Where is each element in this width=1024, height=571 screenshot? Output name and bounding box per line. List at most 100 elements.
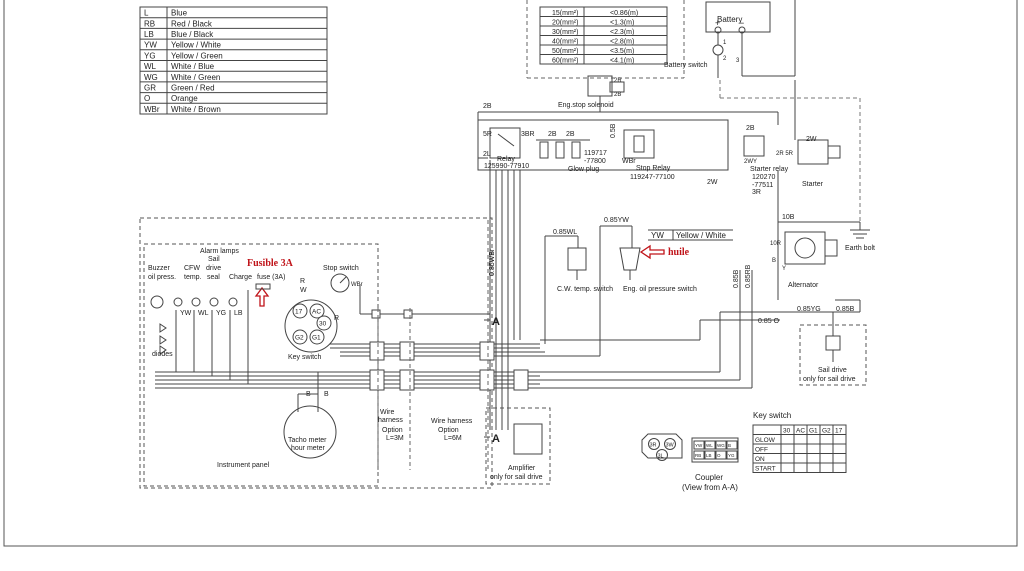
coupler-pin: YG bbox=[728, 453, 735, 458]
wire-size: 20(mm²) bbox=[552, 19, 578, 26]
svg-text:Tacho meter: Tacho meter bbox=[288, 437, 327, 444]
wire-size: 15(mm²) bbox=[552, 10, 578, 17]
wire-size: 40(mm²) bbox=[552, 38, 578, 45]
coupler-pin: 3W bbox=[666, 443, 675, 449]
legend-name: Yellow / White bbox=[171, 41, 222, 50]
svg-text:2R 5R: 2R 5R bbox=[776, 151, 794, 157]
legend-name: White / Blue bbox=[171, 62, 215, 71]
coupler-pin: WL bbox=[706, 443, 713, 448]
legend-name: Blue bbox=[171, 9, 188, 18]
legend-name: Green / Red bbox=[171, 84, 215, 93]
legend-name: White / Brown bbox=[171, 105, 221, 114]
svg-text:WL: WL bbox=[198, 310, 209, 317]
amplifier-label: Amplifier bbox=[508, 465, 536, 472]
wire-max-length: <3.5(m) bbox=[610, 48, 634, 55]
wire-max-length: <1.3(m) bbox=[610, 19, 634, 26]
alarm-lamps-label: Alarm lamps bbox=[200, 248, 239, 255]
svg-text:3BR: 3BR bbox=[521, 131, 535, 138]
legend-code: WL bbox=[144, 62, 157, 71]
svg-text:0.85B: 0.85B bbox=[836, 306, 855, 313]
svg-text:harness: harness bbox=[378, 417, 403, 424]
key-switch-terminal-label: G2 bbox=[295, 335, 304, 342]
svg-text:W: W bbox=[300, 287, 307, 294]
sail-drive: Sail drive only for sail drive bbox=[799, 312, 867, 386]
fusible-arrow-icon bbox=[254, 286, 270, 307]
oil-pressure-switch-label: Eng. oil pressure switch bbox=[623, 286, 697, 293]
wire-max-length: <2.3(m) bbox=[610, 29, 634, 36]
svg-text:2L: 2L bbox=[483, 151, 491, 158]
svg-text:0.85YW: 0.85YW bbox=[604, 217, 629, 224]
svg-text:seal: seal bbox=[207, 274, 220, 281]
svg-text:Charge: Charge bbox=[229, 274, 252, 281]
wire-max-length: <2.8(m) bbox=[610, 38, 634, 45]
diodes: diodes bbox=[152, 323, 173, 358]
wire-size: 50(mm²) bbox=[552, 48, 578, 55]
key-switch-column: G1 bbox=[809, 428, 818, 435]
huile-annotation: huile bbox=[639, 244, 690, 260]
huile-label: huile bbox=[668, 247, 690, 258]
svg-text:A: A bbox=[492, 316, 500, 328]
alternator: 10R B Y Alternator bbox=[770, 231, 838, 289]
coupler-view-label: (View from A-A) bbox=[682, 483, 738, 492]
svg-text:CFW: CFW bbox=[184, 265, 200, 272]
svg-text:0.85 O: 0.85 O bbox=[758, 318, 780, 325]
svg-text:drive: drive bbox=[206, 265, 221, 272]
relay-part-number: 125990-77910 bbox=[484, 163, 529, 170]
tacho-meter: Tacho meter hour meter B B bbox=[283, 391, 337, 459]
svg-text:5R: 5R bbox=[483, 131, 492, 138]
key-switch-label: Key switch bbox=[288, 354, 322, 361]
battery-label: Battery bbox=[717, 15, 742, 24]
svg-text:R: R bbox=[334, 315, 339, 322]
coupler-pin: YW bbox=[695, 443, 703, 448]
svg-text:2B: 2B bbox=[483, 103, 492, 110]
starter-label: Starter bbox=[802, 181, 824, 188]
battery-switch-label: Battery switch bbox=[664, 62, 708, 69]
legend-name: Orange bbox=[171, 94, 198, 103]
svg-text:3: 3 bbox=[736, 58, 740, 64]
svg-text:Option: Option bbox=[382, 427, 403, 434]
fuse-label: fuse (3A) bbox=[257, 274, 285, 281]
legend-name: White / Green bbox=[171, 73, 220, 82]
coupler-pin: 3R bbox=[650, 443, 657, 449]
cw-temp-switch-label: C.W. temp. switch bbox=[557, 286, 613, 293]
svg-text:1: 1 bbox=[723, 40, 727, 46]
key-switch-terminal bbox=[292, 303, 308, 319]
svg-text:0.85B: 0.85B bbox=[733, 269, 740, 288]
legend-code: LB bbox=[144, 30, 154, 39]
stop-relay-part-number: 119247-77100 bbox=[630, 174, 675, 181]
key-switch-terminal bbox=[309, 329, 325, 345]
coupler-pin: O bbox=[717, 453, 721, 458]
svg-text:120270: 120270 bbox=[752, 174, 775, 181]
svg-text:Wire: Wire bbox=[380, 409, 394, 416]
svg-text:2B: 2B bbox=[614, 92, 621, 98]
legend-name: Red / Black bbox=[171, 19, 213, 28]
diodes-label: diodes bbox=[152, 351, 173, 358]
battery-switch: Battery switch 1 2 3 bbox=[664, 33, 740, 69]
harness-bundles bbox=[155, 160, 753, 430]
stop-switch: Stop switch WBr bbox=[323, 265, 363, 293]
svg-text:10R: 10R bbox=[770, 241, 782, 247]
key-switch-position: START bbox=[755, 466, 776, 473]
svg-text:R: R bbox=[300, 278, 305, 285]
svg-text:2B: 2B bbox=[566, 131, 575, 138]
svg-text:oil press.: oil press. bbox=[148, 274, 176, 281]
svg-text:0.5B: 0.5B bbox=[610, 123, 617, 138]
svg-text:2WY: 2WY bbox=[744, 159, 757, 165]
wire-size: 30(mm²) bbox=[552, 29, 578, 36]
battery: Battery + − bbox=[705, 1, 771, 34]
svg-text:0.85YG: 0.85YG bbox=[797, 306, 821, 313]
svg-text:A: A bbox=[492, 433, 500, 445]
svg-text:2: 2 bbox=[723, 56, 727, 62]
earth-bolt-label: Earth bolt bbox=[845, 245, 875, 252]
key-switch-column: G2 bbox=[822, 428, 831, 435]
key-switch-position: ON bbox=[755, 456, 765, 463]
svg-text:2R: 2R bbox=[614, 78, 622, 84]
stop-relay: 0.5B WBr Stop Relay 119247-77100 bbox=[610, 123, 675, 181]
earth-bolt: Earth bolt bbox=[845, 222, 875, 252]
key-switch-column: 17 bbox=[835, 428, 843, 435]
wire-harness-option-6m: Wire harness Option L=6M bbox=[431, 418, 473, 442]
coupler-pin: B bbox=[728, 443, 731, 448]
fusible-annotation: Fusible 3A bbox=[247, 258, 294, 269]
